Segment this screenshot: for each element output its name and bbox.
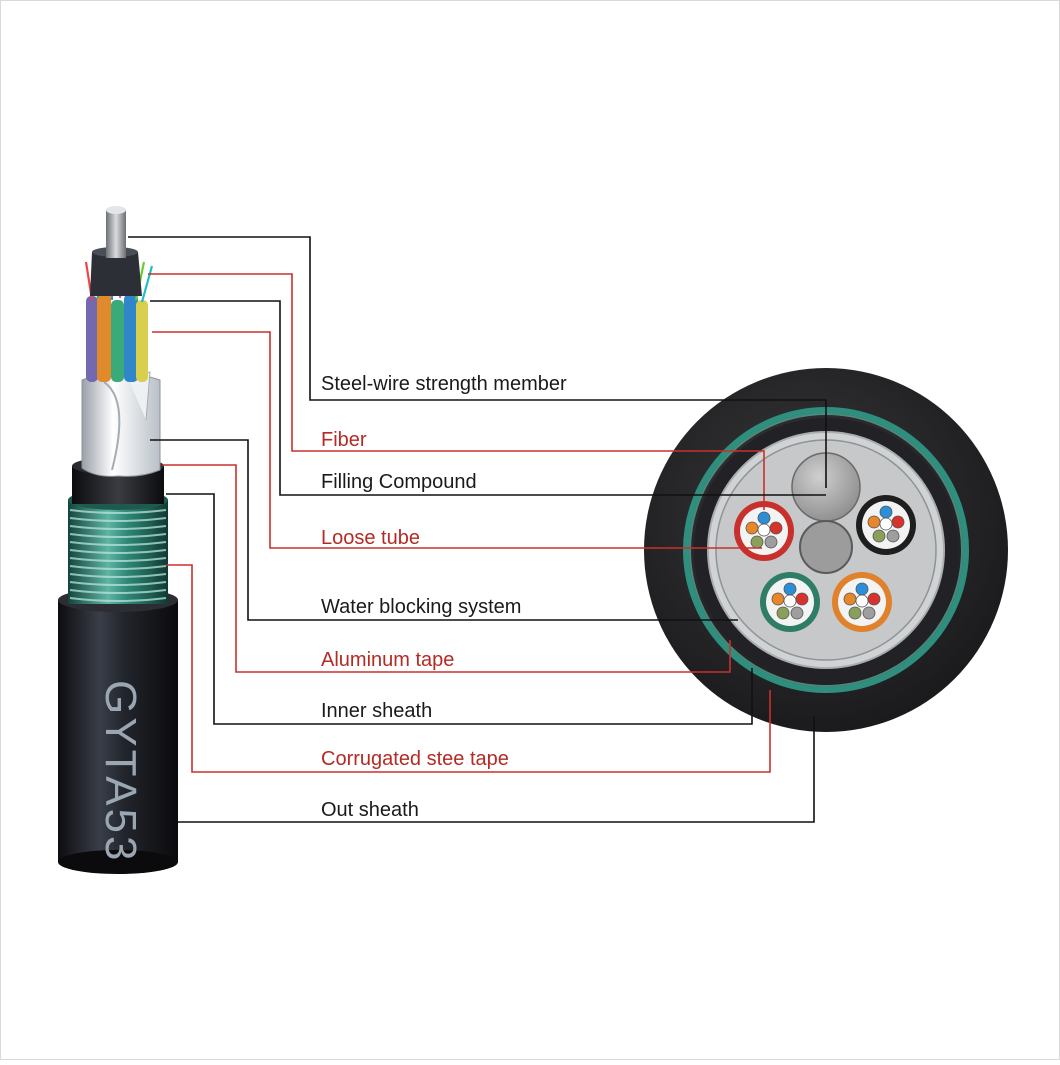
cable-cutaway: GYTA53 xyxy=(58,206,178,874)
label-water-blocking-system: Water blocking system xyxy=(321,596,521,618)
loose-tube-2 xyxy=(856,495,916,555)
armor-ridge xyxy=(69,509,167,514)
label-out-sheath: Out sheath xyxy=(321,799,419,821)
leader-corrugated-steel-tape xyxy=(166,564,771,773)
cable-marking: GYTA53 xyxy=(96,680,145,863)
fiber-core xyxy=(769,521,783,535)
leader-aluminum-tape xyxy=(162,464,731,673)
fiber-core xyxy=(891,515,905,529)
label-aluminum-tape: Aluminum tape xyxy=(321,649,454,671)
leader-out-sheath xyxy=(178,716,815,823)
armor-ridge xyxy=(69,597,167,602)
fiber-core xyxy=(776,606,790,620)
fiber-core xyxy=(795,592,809,606)
armor-ridge xyxy=(69,589,167,594)
leader-inner-sheath xyxy=(166,493,753,725)
armor-ridge xyxy=(69,581,167,586)
armor-ridge xyxy=(69,525,167,530)
fiber-core xyxy=(862,606,876,620)
leader-water-blocking xyxy=(150,439,738,621)
armor-ridge xyxy=(69,517,167,522)
component-labels: Steel-wire strength member Fiber Filling… xyxy=(321,373,567,821)
leader-filling-compound xyxy=(150,300,826,496)
label-steel-wire-strength-member: Steel-wire strength member xyxy=(321,373,567,395)
label-fiber: Fiber xyxy=(321,429,367,451)
fiber-core xyxy=(848,606,862,620)
fiber-core xyxy=(790,606,804,620)
armor-ridge xyxy=(69,533,167,538)
label-inner-sheath: Inner sheath xyxy=(321,700,432,722)
armor-ridge xyxy=(69,565,167,570)
fiber-core xyxy=(872,529,886,543)
leader-lines xyxy=(128,236,827,823)
cable-cross-section xyxy=(644,368,1008,732)
fiber-core xyxy=(764,535,778,549)
armor-ridge xyxy=(69,541,167,546)
armor-ridge xyxy=(69,557,167,562)
leader-fiber xyxy=(148,273,765,510)
leader-loose-tube xyxy=(152,331,762,549)
loose-tubes-bundle xyxy=(86,292,148,382)
central-filler xyxy=(799,520,853,574)
armor-ridge xyxy=(69,573,167,578)
label-corrugated-steel-tape: Corrugated stee tape xyxy=(321,748,509,770)
loose-tube-4 xyxy=(832,572,892,632)
loose-tube-1 xyxy=(734,501,794,561)
label-loose-tube: Loose tube xyxy=(321,527,420,549)
label-filling-compound: Filling Compound xyxy=(321,471,477,493)
leader-steel-wire xyxy=(128,236,827,488)
steel-strength-member-body xyxy=(106,206,126,258)
fiber-core xyxy=(867,592,881,606)
loose-tube-3 xyxy=(760,572,820,632)
armor-ridge xyxy=(69,549,167,554)
fiber-core xyxy=(886,529,900,543)
